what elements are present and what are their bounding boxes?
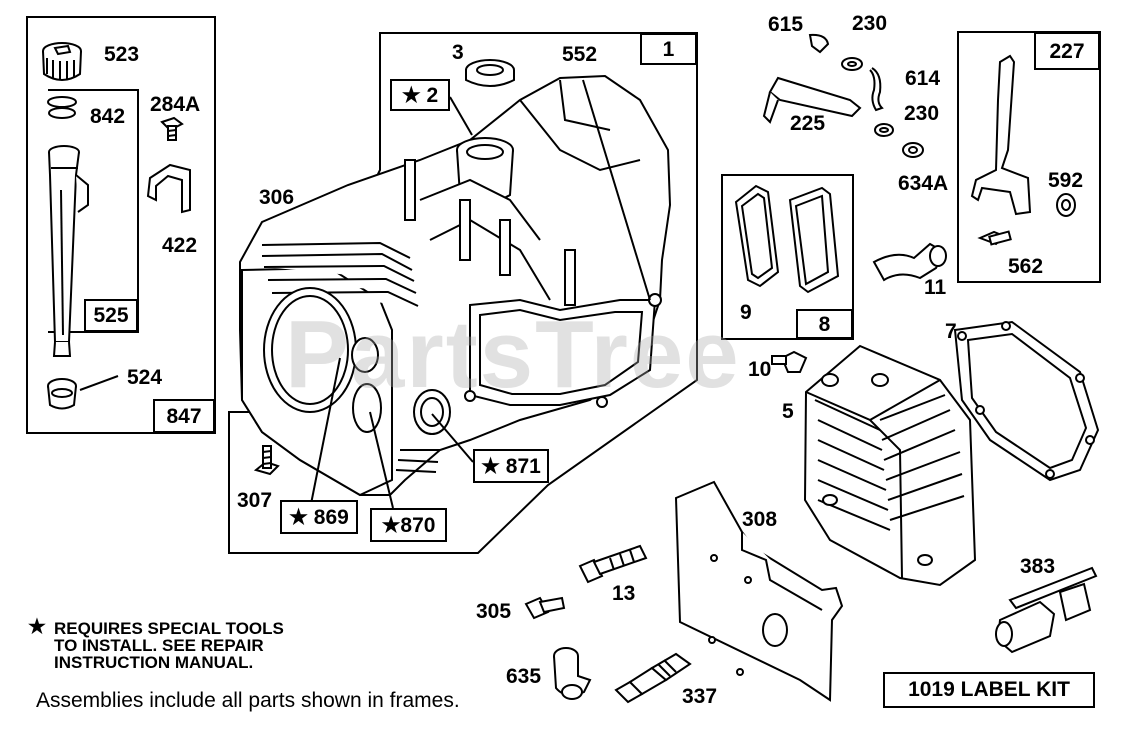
label-3: 3: [452, 41, 464, 64]
label-11: 11: [924, 276, 947, 299]
label-308: 308: [742, 508, 778, 531]
box-label-525: 525: [84, 299, 138, 332]
label-615: 615: [768, 13, 804, 36]
label-10: 10: [748, 358, 772, 381]
label-842: 842: [90, 105, 126, 128]
stud-13-icon: [578, 544, 648, 584]
box-label-227: 227: [1034, 32, 1100, 70]
label-284a: 284A: [150, 93, 201, 116]
frame-227: [957, 31, 1101, 283]
cylinder-block-icon: [239, 74, 672, 497]
breather-tube-icon: [872, 242, 947, 282]
label-305: 305: [476, 600, 512, 623]
label-634a: 634A: [898, 172, 949, 195]
label-13: 13: [612, 582, 636, 605]
frame-525: [48, 89, 139, 333]
bracket-422-icon: [146, 163, 191, 214]
label-9: 9: [740, 301, 752, 324]
label-307: 307: [237, 489, 273, 512]
air-baffle-icon: [674, 480, 844, 702]
label-230-bottom: 230: [904, 102, 940, 125]
oil-seal-3-icon: [465, 59, 515, 87]
label-524: 524: [127, 366, 163, 389]
label-225: 225: [790, 112, 826, 135]
assemblies-note: Assemblies include all parts shown in fr…: [36, 689, 460, 712]
spark-plug-icon: [614, 652, 692, 704]
governor-shaft-icon: [762, 33, 924, 158]
note-line-2: TO INSTALL. SEE REPAIR: [54, 636, 264, 655]
label-kit-box: 1019 LABEL KIT: [883, 672, 1095, 708]
label-523: 523: [104, 43, 140, 66]
label-5: 5: [782, 400, 794, 423]
box-label-2: ★ 2: [390, 79, 450, 111]
screw-10-icon: [771, 350, 808, 373]
box-label-847: 847: [153, 399, 215, 433]
bolt-305-icon: [524, 596, 566, 620]
label-422: 422: [162, 234, 198, 257]
label-230-top: 230: [852, 12, 888, 35]
label-306: 306: [259, 186, 295, 209]
breather-cover-icon: [734, 184, 840, 294]
frame-847: [26, 16, 216, 434]
label-562: 562: [1008, 255, 1044, 278]
box-label-8: 8: [796, 309, 853, 339]
label-552: 552: [562, 43, 598, 66]
label-7: 7: [945, 320, 957, 343]
bolt-307-icon: [253, 445, 280, 476]
note-line-3: INSTRUCTION MANUAL.: [54, 653, 254, 672]
note-line-1: REQUIRES SPECIAL TOOLS: [54, 619, 284, 638]
label-614: 614: [905, 67, 941, 90]
spark-plug-wrench-icon: [995, 566, 1098, 654]
fitting-635-icon: [553, 647, 592, 700]
dipstick-grommet-icon: [47, 378, 77, 410]
box-label-869: ★ 869: [280, 500, 358, 534]
label-635: 635: [506, 665, 542, 688]
frame-8: [721, 174, 854, 340]
label-383: 383: [1020, 555, 1056, 578]
governor-lever-icon: [970, 54, 1076, 246]
label-337: 337: [682, 685, 718, 708]
star-icon: ★: [28, 616, 46, 638]
dipstick-cap-icon: [42, 42, 82, 119]
head-gasket-icon: [953, 320, 1100, 482]
label-592: 592: [1048, 169, 1084, 192]
watermark: PartsTree: [285, 301, 741, 408]
cylinder-head-icon: [803, 344, 977, 587]
box-label-870: ★870: [370, 508, 447, 542]
dipstick-tube-icon: [48, 145, 89, 357]
box-label-871: ★ 871: [473, 449, 549, 483]
bolt-284a-icon: [160, 116, 184, 141]
box-label-1: 1: [640, 33, 697, 65]
